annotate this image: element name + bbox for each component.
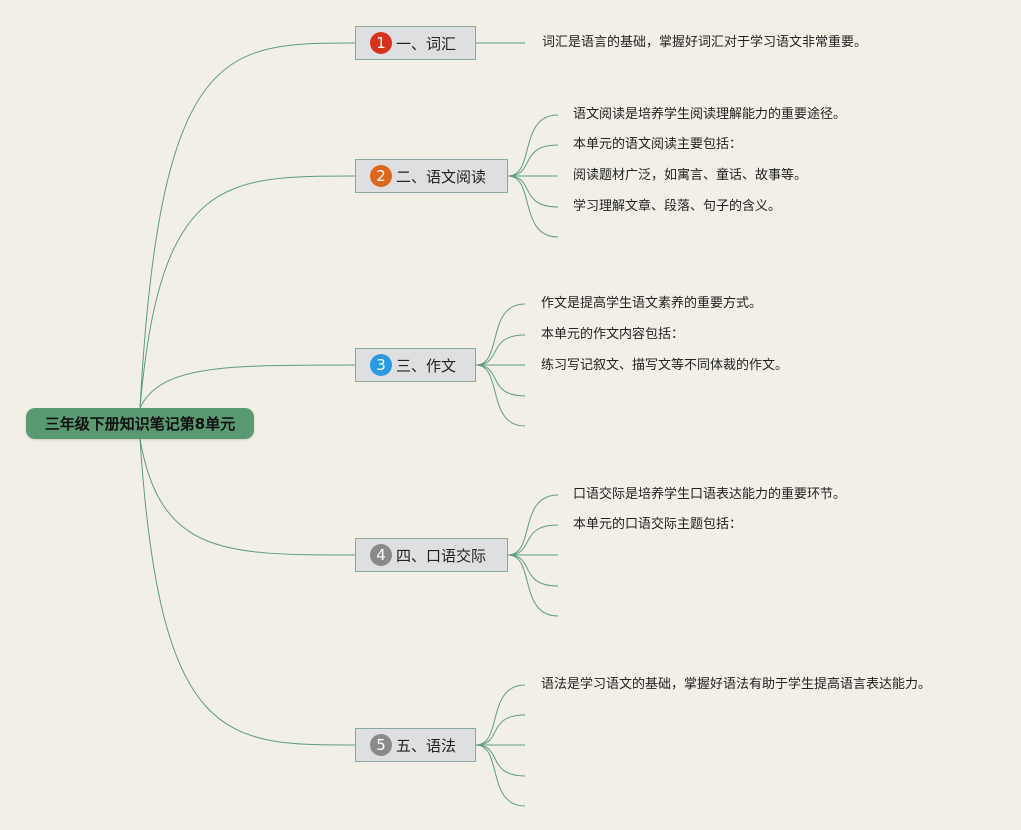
branch-topic-grammar[interactable]: 5 五、语法 <box>355 728 476 762</box>
leaf-connector-line <box>475 744 526 777</box>
leaf-connector-line <box>475 364 526 427</box>
leaf-connector-line <box>507 494 559 556</box>
leaf-text[interactable]: 词汇是语言的基础，掌握好词汇对于学习语文非常重要。 <box>542 35 868 50</box>
branch-topic-composition[interactable]: 3 三、作文 <box>355 348 476 382</box>
leaf-connector-line <box>475 364 526 397</box>
leaf-text[interactable]: 口语交际是培养学生口语表达能力的重要环节。 <box>573 487 847 502</box>
root-connector-line <box>139 364 356 409</box>
leaf-text[interactable]: 本单元的口语交际主题包括： <box>573 517 743 532</box>
root-connector-line <box>139 42 356 409</box>
leaf-text[interactable]: 练习写记叙文、描写文等不同体裁的作文。 <box>541 358 789 373</box>
branch-label: 五、语法 <box>396 736 457 755</box>
leaf-connector-line <box>475 744 526 807</box>
leaf-text[interactable]: 语法是学习语文的基础，掌握好语法有助于学生提高语言表达能力。 <box>541 677 932 692</box>
leaf-connector-line <box>475 334 526 366</box>
branch-label: 二、语文阅读 <box>396 167 487 186</box>
number-badge-icon: 1 <box>370 32 392 54</box>
root-topic[interactable]: 三年级下册知识笔记第8单元 <box>26 408 254 439</box>
branch-topic-vocabulary[interactable]: 1 一、词汇 <box>355 26 476 60</box>
leaf-connector-line <box>507 114 559 177</box>
branch-topic-reading[interactable]: 2 二、语文阅读 <box>355 159 508 193</box>
root-connector-line <box>139 438 356 556</box>
root-connector-line <box>139 175 356 409</box>
branch-label: 三、作文 <box>396 356 457 375</box>
leaf-text[interactable]: 本单元的作文内容包括： <box>541 327 685 342</box>
leaf-connector-line <box>507 554 559 617</box>
leaf-connector-line <box>507 524 559 556</box>
root-connector-line <box>139 438 356 746</box>
leaf-connector-line <box>507 175 559 208</box>
branch-label: 四、口语交际 <box>396 546 487 565</box>
leaf-text[interactable]: 作文是提高学生语文素养的重要方式。 <box>541 296 763 311</box>
branch-topic-oral-communication[interactable]: 4 四、口语交际 <box>355 538 508 572</box>
number-badge-icon: 4 <box>370 544 392 566</box>
leaf-connector-line <box>507 144 559 177</box>
branch-label: 一、词汇 <box>396 34 457 53</box>
leaf-text[interactable]: 本单元的语文阅读主要包括： <box>573 137 743 152</box>
root-title: 三年级下册知识笔记第8单元 <box>44 415 236 433</box>
number-badge-icon: 5 <box>370 734 392 756</box>
leaf-text[interactable]: 语文阅读是培养学生阅读理解能力的重要途径。 <box>573 107 847 122</box>
leaf-connector-line <box>475 684 526 746</box>
leaf-connector-line <box>507 175 559 238</box>
leaf-text[interactable]: 学习理解文章、段落、句子的含义。 <box>573 199 782 214</box>
leaf-connector-line <box>475 303 526 366</box>
leaf-connector-line <box>475 714 526 746</box>
number-badge-icon: 2 <box>370 165 392 187</box>
leaf-connector-line <box>507 554 559 587</box>
leaf-text[interactable]: 阅读题材广泛，如寓言、童话、故事等。 <box>573 168 808 183</box>
number-badge-icon: 3 <box>370 354 392 376</box>
